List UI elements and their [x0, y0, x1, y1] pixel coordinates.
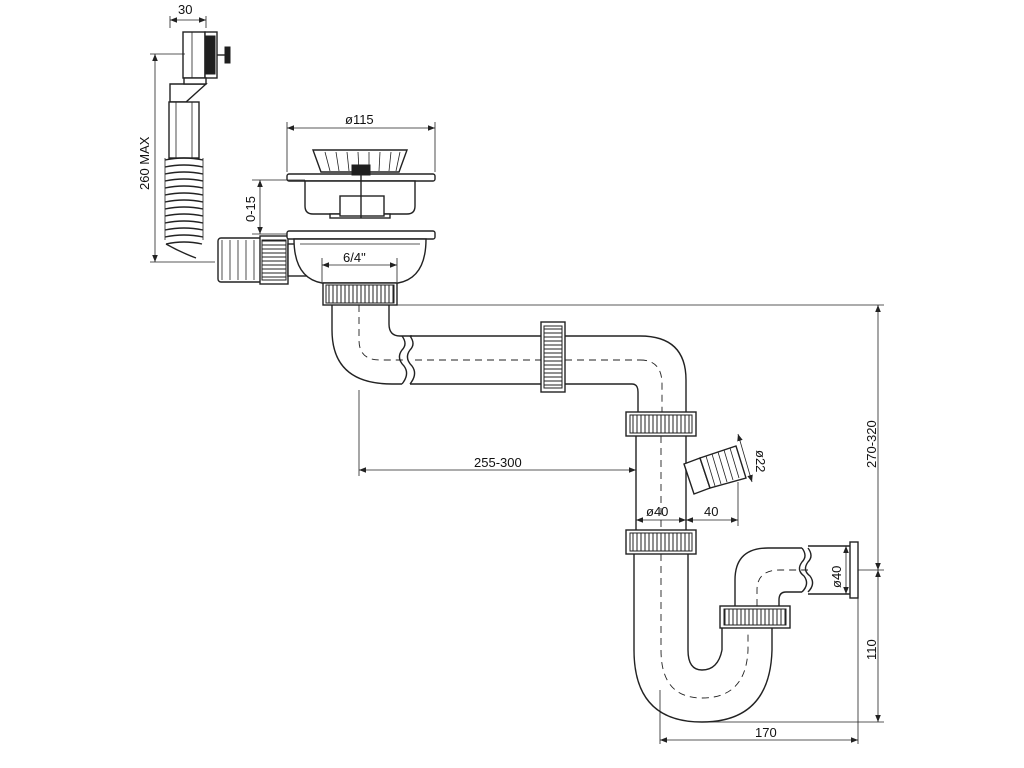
pipe-diameter-dimension: ø40 — [636, 504, 686, 523]
vertical-pipe — [625, 411, 747, 555]
strainer-diameter-label: ø115 — [345, 112, 374, 127]
corrugated-hose — [164, 157, 204, 259]
outlet-diameter-label: ø40 — [829, 566, 844, 588]
outlet-diameter-dimension: ø40 — [829, 546, 849, 594]
outlet-height-label: 110 — [864, 639, 879, 660]
horizontal-run-dimension: 255-300 — [358, 390, 637, 476]
overflow-height-label: 260 MAX — [137, 136, 152, 190]
strainer-diameter-dimension: ø115 — [286, 112, 436, 172]
u-trap — [633, 541, 859, 723]
side-inlet-offset-label: 40 — [704, 504, 718, 519]
outlet-thread-label: 6/4" — [343, 250, 366, 265]
siphon-nut — [322, 282, 398, 306]
vertical-drop-dimension: 270-320 — [397, 304, 884, 571]
outlet-height-dimension: 110 — [702, 570, 884, 723]
overflow-width-dimension: 30 — [169, 2, 207, 28]
strainer-height-dimension: 0-15 — [243, 179, 305, 235]
vertical-drop-label: 270-320 — [864, 420, 879, 468]
side-inlet — [683, 445, 747, 495]
strainer-height-label: 0-15 — [243, 196, 258, 222]
side-inlet-diameter-dimension: ø22 — [737, 433, 768, 483]
overflow-width-label: 30 — [178, 2, 192, 17]
siphon-body: 6/4" — [286, 230, 436, 284]
strainer-basket — [286, 149, 436, 219]
side-inlet-diameter-label: ø22 — [753, 450, 768, 472]
trap-width-label: 170 — [755, 725, 777, 740]
side-inlet-offset-dimension: 40 — [686, 482, 739, 526]
trap-width-dimension: 170 — [659, 598, 859, 744]
horizontal-pipe — [331, 305, 687, 412]
overflow-height-dimension: 260 MAX — [137, 53, 215, 263]
horizontal-run-label: 255-300 — [474, 455, 522, 470]
overflow-assembly — [164, 31, 311, 285]
pipe-diameter-label: ø40 — [646, 504, 668, 519]
